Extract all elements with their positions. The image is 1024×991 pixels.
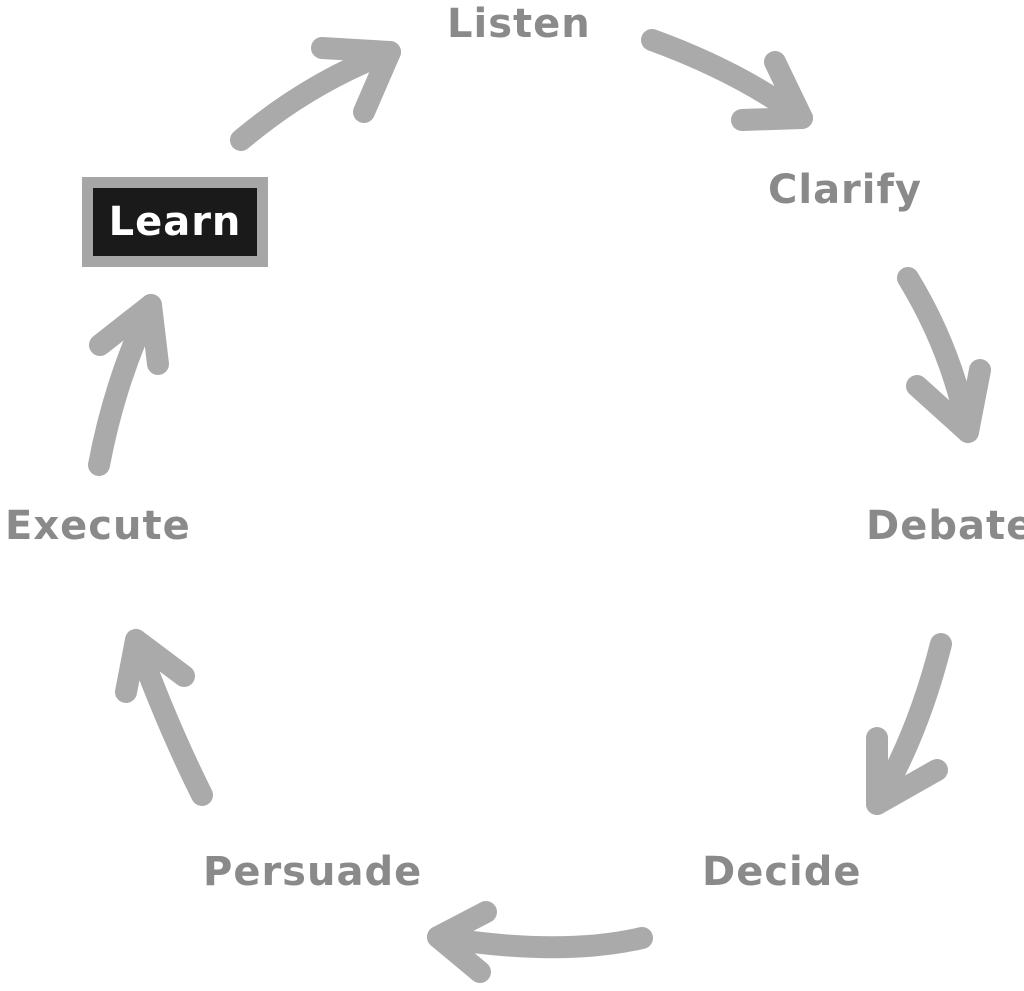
step-execute: Execute: [5, 503, 191, 549]
arrow-listen-to-clarify: [641, 29, 813, 131]
step-listen: Listen: [447, 1, 591, 47]
arrow-persuade-to-execute: [115, 629, 213, 806]
step-learn-highlight: Learn: [82, 177, 268, 267]
arrow-debate-to-decide: [866, 633, 952, 815]
step-persuade: Persuade: [203, 849, 423, 895]
step-clarify: Clarify: [768, 167, 922, 213]
arrow-clarify-to-debate: [897, 267, 991, 443]
step-learn: Learn: [108, 199, 242, 245]
arrow-decide-to-persuade: [427, 901, 653, 983]
step-debate: Debate: [866, 503, 1024, 549]
arrow-execute-to-learn: [88, 294, 169, 476]
step-learn-badge: Learn: [93, 188, 257, 256]
step-decide: Decide: [702, 849, 862, 895]
arrow-learn-to-listen: [230, 37, 401, 151]
